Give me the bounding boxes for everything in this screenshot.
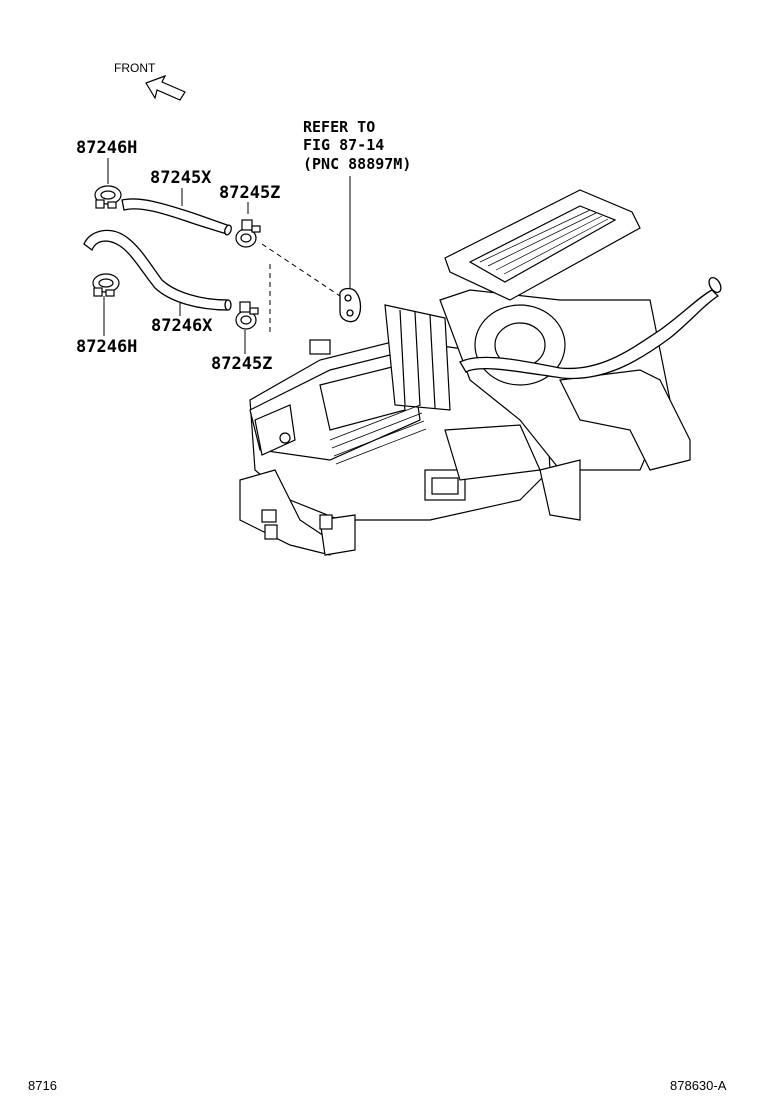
dashed-connection-lines — [261, 243, 341, 332]
callout-87246h-lower: 87246H — [76, 337, 137, 357]
aspirator-hose — [459, 276, 722, 380]
front-label: FRONT — [114, 61, 156, 75]
callout-87246h-upper: 87246H — [76, 138, 137, 158]
reference-note-line1: REFER TO — [303, 118, 375, 136]
callout-87246x: 87246X — [151, 316, 213, 336]
hose-clamp-87246h-lower — [92, 273, 120, 297]
reference-note-line3: (PNC 88897M) — [303, 155, 411, 173]
hose-clamp-87246h-upper — [94, 185, 122, 209]
leader-lines — [103, 158, 351, 354]
grommet-88897m — [339, 287, 362, 323]
callout-87245z-lower: 87245Z — [211, 354, 272, 374]
clamp-87245z-upper — [235, 219, 261, 248]
hose-87245x — [121, 198, 232, 236]
clamp-87245z-lower — [235, 301, 259, 330]
callout-87245x: 87245X — [150, 168, 212, 188]
front-arrow-icon — [145, 74, 186, 101]
heater-unit-assembly — [239, 189, 691, 556]
figure-number: 8716 — [28, 1078, 57, 1093]
reference-note-line2: FIG 87-14 — [303, 136, 384, 154]
illustration-code: 878630-A — [670, 1078, 727, 1093]
callout-87245z-upper: 87245Z — [219, 183, 280, 203]
hose-87246x — [83, 229, 232, 311]
